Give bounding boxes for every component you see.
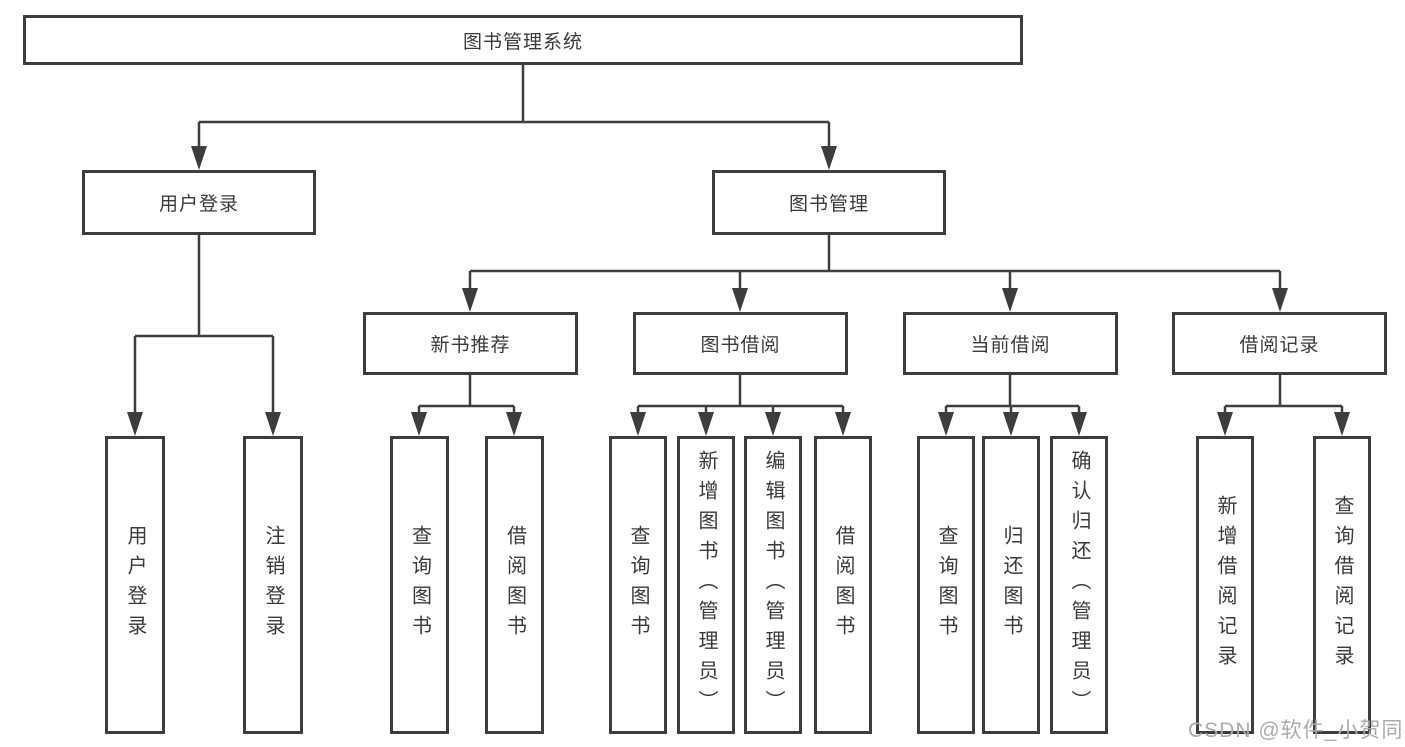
connector-recommend-to-leaves bbox=[411, 375, 522, 436]
leaf-confirm-return-admin: 确认归还（管理员） bbox=[1050, 436, 1108, 734]
connector-current-to-leaves bbox=[938, 375, 1087, 436]
connector-records-to-leaves bbox=[1217, 375, 1350, 436]
node-book-management: 图书管理 bbox=[712, 170, 946, 235]
leaf-query-borrow-record: 查询借阅记录 bbox=[1313, 436, 1371, 734]
connector-borrow-to-leaves bbox=[630, 375, 851, 436]
leaf-user-login: 用户登录 bbox=[105, 436, 165, 734]
leaf-recommend-query-books: 查询图书 bbox=[390, 436, 449, 734]
connector-user-login-to-leaves bbox=[127, 235, 281, 436]
leaf-borrow-query-books: 查询图书 bbox=[609, 436, 667, 734]
leaf-edit-books-admin: 编辑图书（管理员） bbox=[744, 436, 802, 734]
csdn-watermark: CSDN @软件_小贺同学 bbox=[1188, 719, 1405, 742]
leaf-add-books-admin: 新增图书（管理员） bbox=[677, 436, 735, 734]
node-library-management-system: 图书管理系统 bbox=[23, 15, 1023, 65]
node-current-borrow: 当前借阅 bbox=[903, 312, 1118, 375]
node-book-borrow: 图书借阅 bbox=[633, 312, 848, 375]
leaf-logout: 注销登录 bbox=[243, 436, 303, 734]
leaf-recommend-borrow-books: 借阅图书 bbox=[485, 436, 544, 734]
leaf-current-query-books: 查询图书 bbox=[917, 436, 975, 734]
node-borrow-records: 借阅记录 bbox=[1172, 312, 1387, 375]
leaf-return-books: 归还图书 bbox=[982, 436, 1040, 734]
node-new-book-recommend: 新书推荐 bbox=[363, 312, 578, 375]
leaf-add-borrow-record: 新增借阅记录 bbox=[1196, 436, 1254, 734]
node-user-login: 用户登录 bbox=[82, 170, 316, 235]
connector-root-to-level2 bbox=[191, 65, 837, 170]
leaf-borrow-books: 借阅图书 bbox=[814, 436, 872, 734]
connector-book-management-to-level3 bbox=[462, 235, 1288, 312]
